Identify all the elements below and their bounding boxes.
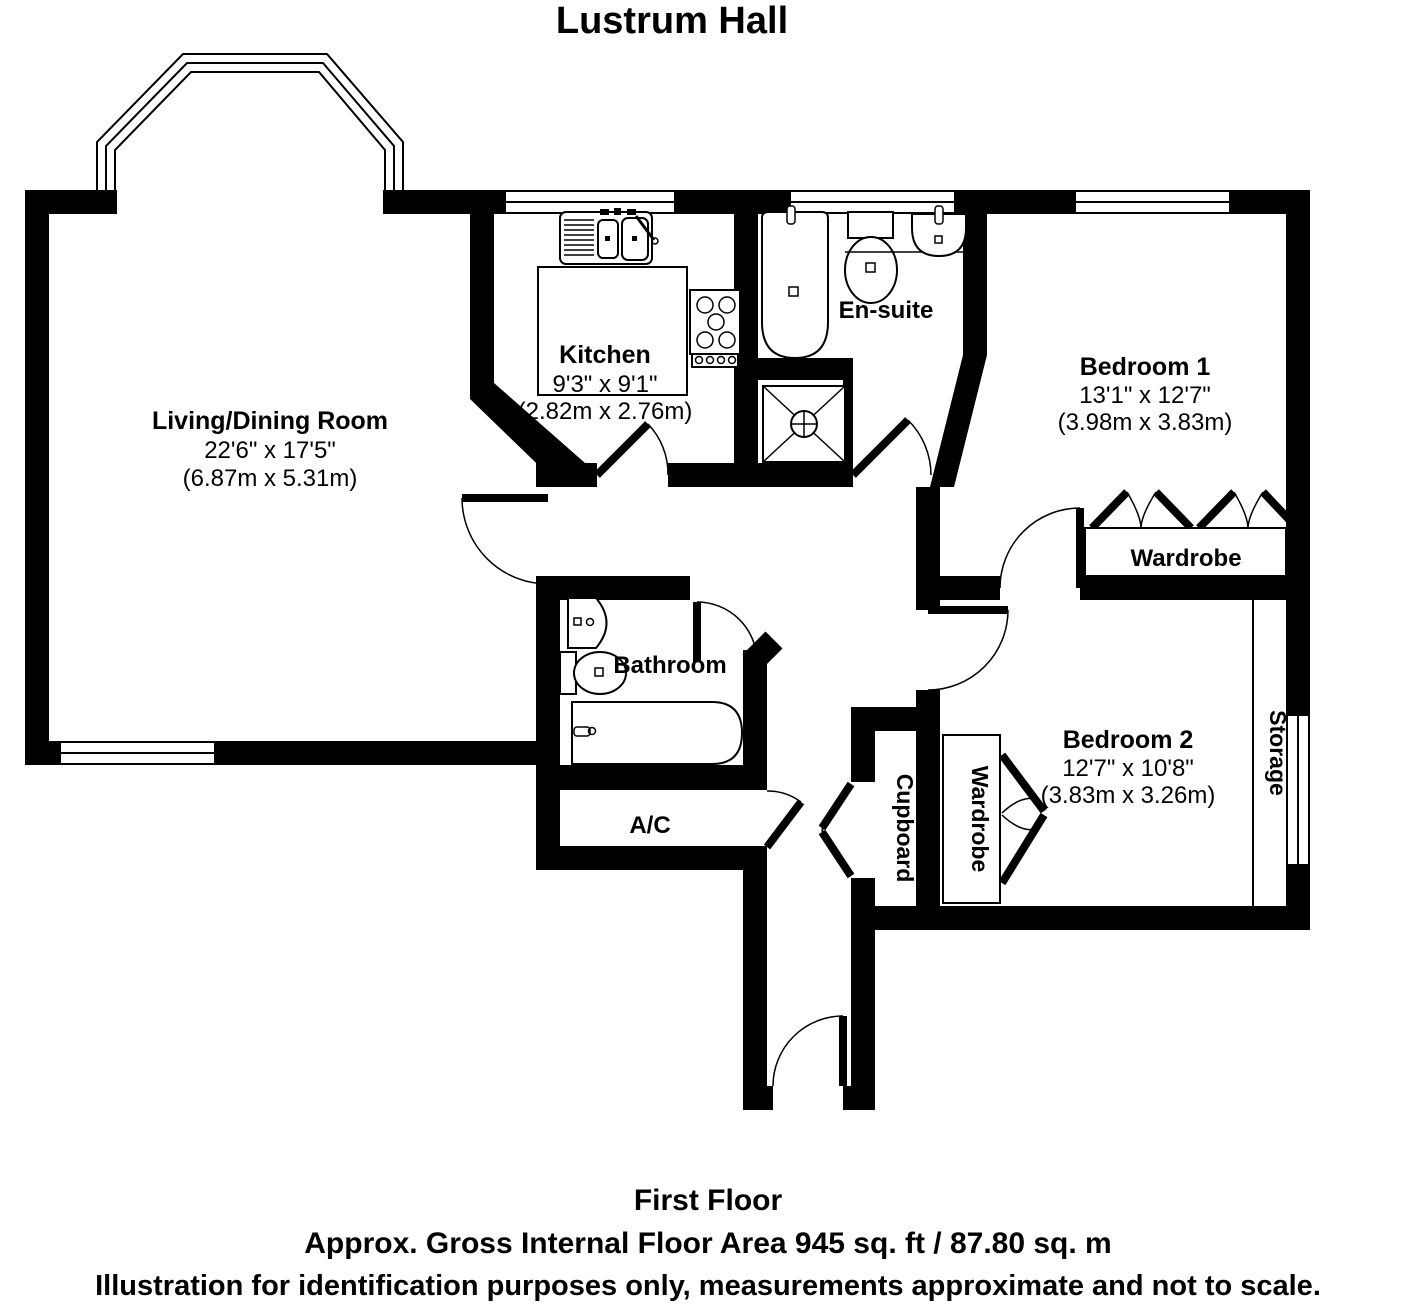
living-window <box>59 741 216 765</box>
ensuite-door <box>850 417 932 478</box>
bathroom-label: Bathroom <box>613 652 726 679</box>
kitchen-metric: (2.82m x 2.76m) <box>518 398 693 425</box>
kitchen-hob <box>689 289 741 368</box>
plan-title: Lustrum Hall <box>556 0 788 42</box>
ensuite-bath <box>761 205 829 360</box>
storage-label: Storage <box>1265 710 1291 796</box>
kitchen-label: Kitchen 9'3" x 9'1" (2.82m x 2.76m) <box>518 341 693 425</box>
bathroom-toilet <box>559 651 627 695</box>
ac-label: A/C <box>629 812 670 839</box>
bedroom2-imperial: 12'7" x 10'8" <box>1062 755 1194 782</box>
ac-door <box>763 790 805 850</box>
footer-floor-area: Approx. Gross Internal Floor Area 945 sq… <box>304 1227 1111 1260</box>
footer: First Floor Approx. Gross Internal Floor… <box>95 1184 1321 1302</box>
ensuite-label: En-suite <box>839 297 934 324</box>
bathroom-sink <box>567 597 608 649</box>
bedroom2-door <box>927 606 1009 691</box>
ensuite-window <box>789 190 956 214</box>
wardrobe1-bifold-doors <box>1089 489 1300 531</box>
bedroom1-window <box>1074 190 1231 214</box>
kitchen-counter <box>537 266 688 396</box>
bedroom2-metric: (3.83m x 3.26m) <box>1041 782 1216 809</box>
walls <box>25 190 1310 1110</box>
footer-disclaimer: Illustration for identification purposes… <box>95 1270 1321 1302</box>
kitchen-imperial: 9'3" x 9'1" <box>553 371 658 398</box>
bedroom1-metric: (3.98m x 3.83m) <box>1058 409 1233 436</box>
bedroom2-name: Bedroom 2 <box>1063 726 1194 754</box>
windows <box>59 53 1310 866</box>
bedroom1-label: Bedroom 1 13'1" x 12'7" (3.98m x 3.83m) <box>1058 353 1233 436</box>
doors <box>461 417 1300 1087</box>
fixtures <box>537 205 1287 906</box>
kitchen-door <box>594 421 669 478</box>
bay-window <box>96 53 404 190</box>
bedroom2-label: Bedroom 2 12'7" x 10'8" (3.83m x 3.26m) <box>1041 726 1216 809</box>
entrance-door <box>772 1015 847 1087</box>
bedroom1-name: Bedroom 1 <box>1080 353 1211 381</box>
kitchen-name: Kitchen <box>559 341 651 369</box>
bedroom1-door <box>999 507 1084 589</box>
ensuite-shower-tray <box>762 385 846 463</box>
wardrobe2-box <box>942 734 1001 904</box>
ensuite-sink <box>845 205 967 258</box>
bedroom1-imperial: 13'1" x 12'7" <box>1079 382 1211 409</box>
ensuite-toilet <box>844 211 898 304</box>
living-door <box>461 494 549 585</box>
labels: Lustrum Hall Living/Dining Room 22'6" x … <box>152 0 1291 882</box>
kitchen-sink <box>559 208 659 265</box>
cupboard-bifold-door <box>818 781 855 879</box>
living-room-metric: (6.87m x 5.31m) <box>183 465 358 492</box>
wardrobe2-label: Wardrobe <box>967 766 993 873</box>
bathroom-door <box>693 601 758 663</box>
living-room-imperial: 22'6" x 17'5" <box>204 437 336 464</box>
living-room-name: Living/Dining Room <box>152 407 388 435</box>
living-room-label: Living/Dining Room 22'6" x 17'5" (6.87m … <box>152 407 388 492</box>
wardrobe2-bifold-door <box>998 752 1048 886</box>
cupboard-label: Cupboard <box>892 774 918 883</box>
wardrobe1-label: Wardrobe <box>1130 545 1241 572</box>
storage-window <box>1286 714 1310 866</box>
wardrobe1-box <box>1084 527 1287 577</box>
bathroom-bath <box>571 701 744 765</box>
footer-floor-name: First Floor <box>634 1184 783 1217</box>
kitchen-window <box>504 190 676 214</box>
